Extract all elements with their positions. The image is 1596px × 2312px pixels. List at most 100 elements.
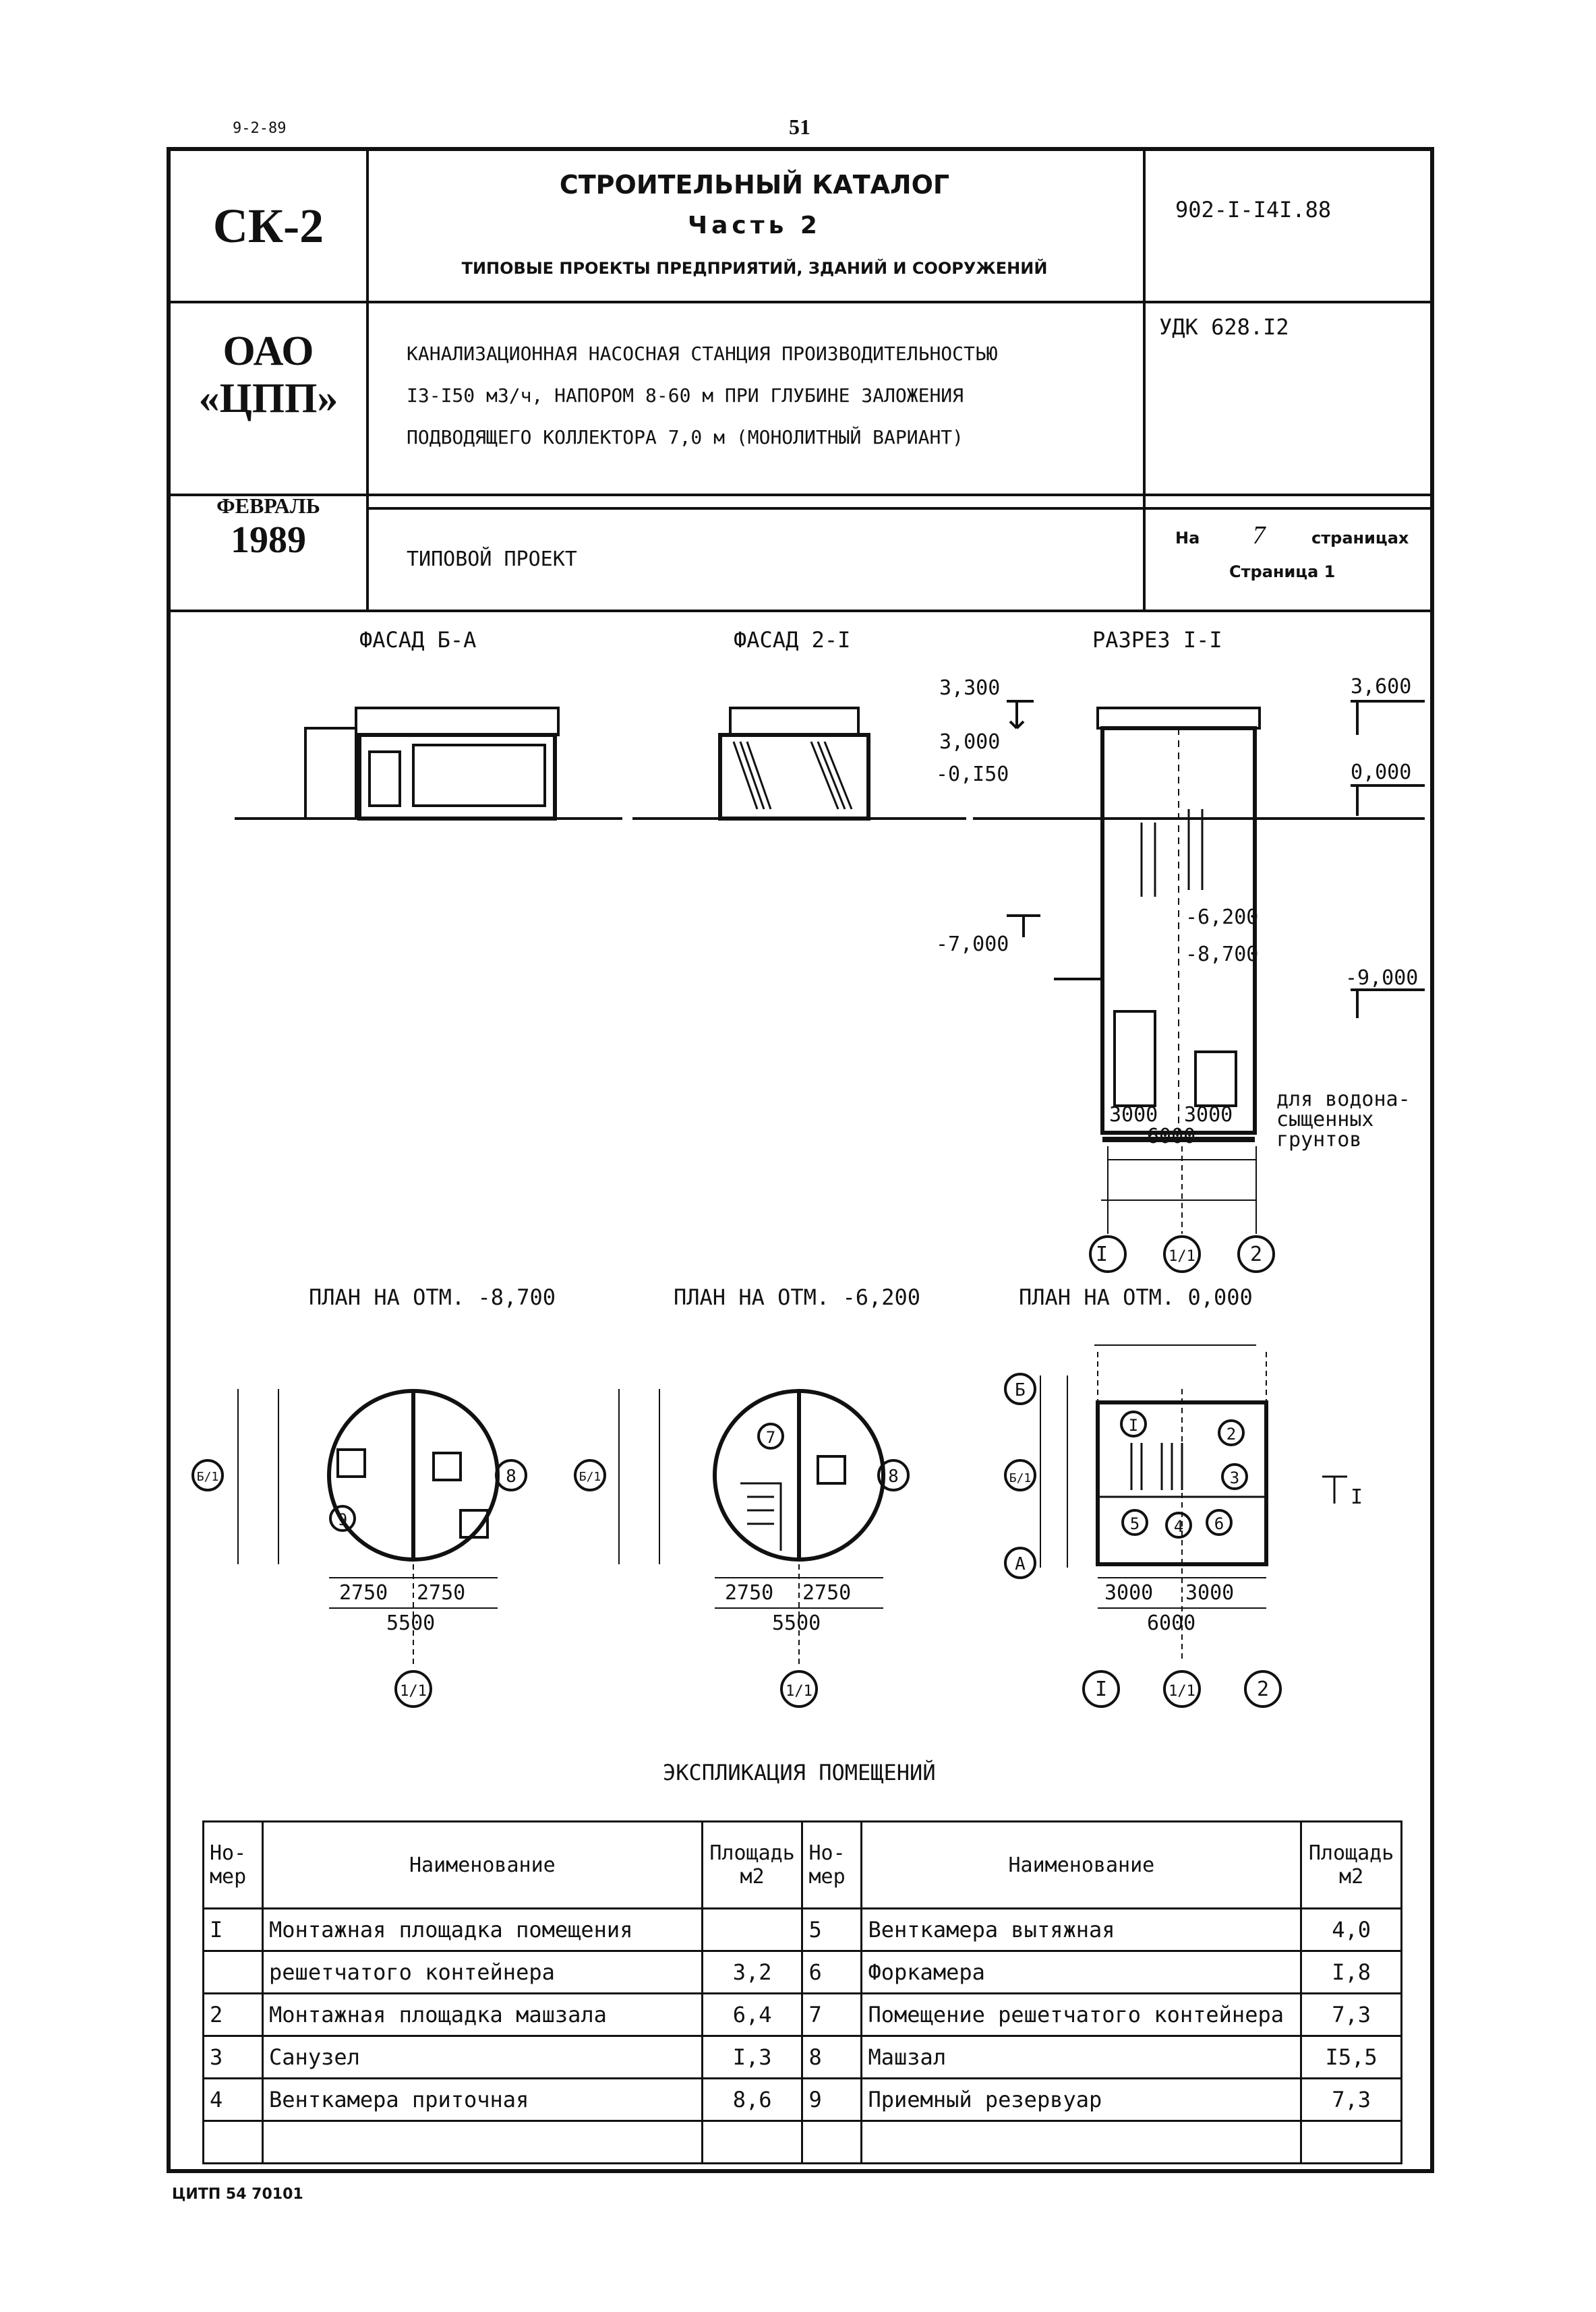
room-number: 8 [506,1466,516,1487]
cell-area: 6,4 [701,1992,804,2037]
room-number: 9 [338,1510,347,1529]
date-month: ФЕВРАЛЬ [216,494,320,518]
table-row [202,2120,1402,2164]
divider [366,151,369,610]
udk-code: УДК 628.I2 [1159,314,1289,340]
divider [1143,151,1146,610]
plan-6200-drawing [574,1389,910,1708]
level-mark: -7,000 [936,932,1009,956]
axis-label: 1/1 [786,1683,812,1700]
room-number: 2 [1226,1425,1236,1444]
level-mark: -6,200 [1185,906,1258,929]
pages-info: На 7 страницах [1175,521,1409,550]
dimension: 3000 [1184,1103,1233,1127]
facade-ba-drawing [235,707,622,821]
level-mark: -0,I50 [936,763,1009,786]
cell-name: Санузел [262,2035,703,2079]
cell-num: 7 [801,1992,863,2037]
room-number: 3 [1230,1469,1239,1487]
cell-area: 3,2 [701,1950,804,1994]
cell-area: 8,6 [701,2077,804,2122]
dimension: 3000 [1104,1581,1153,1605]
level-mark: 3,000 [939,730,1000,754]
section-title: РАЗРЕЗ I-I [1092,627,1222,653]
level-mark: -9,000 [1345,966,1418,990]
explication-table: Но-мер Наименование Площадь м2 Но-мер На… [202,1820,1402,2164]
cut-mark: I [1351,1485,1363,1509]
axis-label: 1/1 [1169,1683,1195,1700]
project-code: 902-I-I4I.88 [1175,197,1332,223]
dimension: 2750 [802,1581,851,1605]
cell-num: 6 [801,1950,863,1994]
sheet-frame: СК-2 ОАО «ЦПП» ФЕВРАЛЬ 1989 СТРОИТЕЛЬНЫЙ… [167,147,1434,2173]
axis-label: Б/1 [1009,1471,1032,1485]
level-mark: 3,600 [1351,675,1411,699]
section-drawing [973,700,1425,1273]
cell-name: решетчатого контейнера [262,1950,703,1994]
cell-area [701,2120,804,2164]
catalog-code: СК-2 [212,199,324,253]
plan-6200-title: ПЛАН НА ОТМ. -6,200 [674,1284,920,1310]
cell-num: 3 [202,2035,264,2079]
issue-date: ФЕВРАЛЬ 1989 [171,494,366,562]
cell-num: I [202,1907,264,1952]
dimension: 2750 [339,1581,388,1605]
axis-label: Б/1 [579,1470,601,1484]
catalog-title: СТРОИТЕЛЬНЫЙ КАТАЛОГ [559,170,950,200]
axis-label: 1/1 [400,1683,427,1700]
explication-title: ЭКСПЛИКАЦИЯ ПОМЕЩЕНИЙ [663,1760,936,1785]
note-line: сыщенных [1276,1108,1374,1131]
catalog-subtitle: ТИПОВЫЕ ПРОЕКТЫ ПРЕДПРИЯТИЙ, ЗДАНИЙ И СО… [461,259,1048,278]
cell-name [860,2120,1303,2164]
dimension: 2750 [725,1581,773,1605]
cell-num [202,2120,264,2164]
cell-num [801,2120,863,2164]
col-num: Но-мер [801,1820,863,1909]
room-number: 7 [766,1428,775,1447]
dimension: 3000 [1109,1103,1158,1127]
drawing-sheet: ФАСАД Б-А ФАСАД 2-I РАЗРЕЗ I-I ПЛАН НА О… [191,627,1425,1785]
table-row: решетчатого контейнера 3,2 6 Форкамера I… [202,1950,1402,1994]
cell-num: 2 [202,1992,264,2037]
cell-area: 4,0 [1300,1907,1402,1952]
room-number: 8 [888,1466,899,1487]
axis-label: А [1015,1554,1026,1574]
divider [171,301,1430,303]
plan-labels: 2750 2750 5500 2750 2750 5500 3000 3000 … [197,1380,1363,1701]
table-row: 4 Венткамера приточная 8,6 9 Приемный ре… [202,2077,1402,2122]
dimension: 3000 [1185,1581,1234,1605]
facade-ba-title: ФАСАД Б-А [359,627,476,653]
cell-num [202,1950,264,1994]
cell-name: Приемный резервуар [860,2077,1303,2122]
cell-area: I,8 [1300,1950,1402,1994]
note-line: грунтов [1276,1128,1361,1152]
cell-name [262,2120,703,2164]
facade-21-drawing [632,707,966,821]
cell-area [1300,2120,1402,2164]
table-row: 3 Санузел I,3 8 Машзал I5,5 [202,2035,1402,2079]
divider [366,507,1146,510]
room-number: 4 [1174,1517,1183,1536]
cell-name: Машзал [860,2035,1303,2079]
footer-code: ЦИТП 54 70101 [172,2186,303,2203]
room-number: 6 [1214,1514,1224,1533]
cell-area: 7,3 [1300,2077,1402,2122]
col-area: Площадь м2 [701,1820,804,1909]
cell-area: I5,5 [1300,2035,1402,2079]
col-name: Наименование [860,1820,1303,1909]
divider [171,610,1430,612]
pages-suffix: страницах [1311,529,1409,547]
plan-0000-drawing [1004,1344,1347,1708]
level-mark: -8,700 [1185,943,1258,966]
cell-name: Венткамера приточная [262,2077,703,2122]
room-number: I [1129,1416,1138,1435]
cell-num: 9 [801,2077,863,2122]
section-labels: 3,300 3,000 -0,I50 3,600 0,000 -6,200 -8… [936,675,1418,1266]
dimension: 5500 [772,1611,821,1635]
date-year: 1989 [231,519,306,561]
page-label: Страница 1 [1229,562,1336,581]
project-title-line: ПОДВОДЯЩЕГО КОЛЛЕКТОРА 7,0 м (МОНОЛИТНЫЙ… [407,426,964,448]
axis-label: 1/1 [1169,1248,1195,1265]
dimension: 6000 [1147,1125,1195,1148]
axis-label: 2 [1250,1243,1262,1266]
